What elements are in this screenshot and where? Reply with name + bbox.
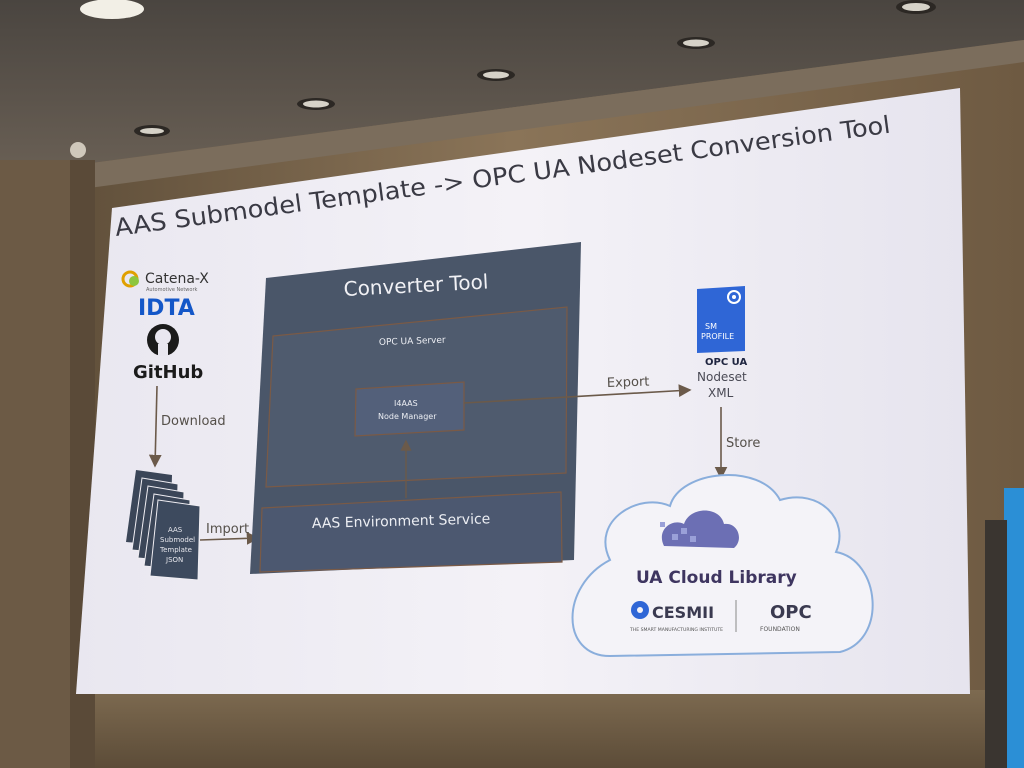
- ua-cloud-library: UA Cloud Library CESMII THE SMART MANUFA…: [571, 474, 874, 658]
- export-label: Export: [607, 375, 650, 391]
- nodeset-xml: SM PROFILE OPC UA Nodeset XML: [697, 286, 747, 400]
- cesmii-logo: CESMII THE SMART MANUFACTURING INSTITUTE: [629, 601, 723, 633]
- template-doc-line2: Submodel: [160, 536, 195, 544]
- catenax-sub: Automotive Network: [146, 287, 197, 293]
- cesmii-label: CESMII: [652, 603, 714, 622]
- ceiling: [0, 0, 1024, 175]
- sm-profile-line2: PROFILE: [701, 332, 734, 341]
- template-documents-stack: AAS Submodel Template JSON: [126, 470, 201, 581]
- ua-cloud-library-title: UA Cloud Library: [636, 568, 797, 588]
- nodeset-label: Nodeset: [697, 370, 747, 384]
- template-doc-line3: Template: [159, 546, 192, 554]
- opc-label: OPC: [770, 602, 812, 623]
- catenax-label: Catena-X: [145, 271, 209, 287]
- node-manager-line2: Node Manager: [378, 412, 437, 421]
- source-logos: Catena-X Automotive Network IDTA GitHub: [121, 270, 209, 383]
- github-icon: [147, 324, 179, 356]
- template-doc-line1: AAS: [168, 526, 183, 534]
- cloud-emblem-icon: [660, 510, 739, 548]
- xml-label: XML: [708, 386, 734, 400]
- template-doc-line4: JSON: [165, 556, 183, 564]
- store-label: Store: [726, 436, 760, 451]
- converter-tool-box: Converter Tool OPC UA Server I4AAS Node …: [250, 242, 581, 574]
- ceiling-lights: [70, 0, 936, 158]
- import-label: Import: [206, 522, 249, 537]
- download-arrow: [148, 385, 162, 468]
- import-arrow: [199, 531, 260, 545]
- opcua-server-label: OPC UA Server: [379, 336, 446, 348]
- opcua-small-logo: OPC UA: [705, 357, 747, 368]
- node-manager-line1: I4AAS: [394, 399, 418, 408]
- gear-icon: [727, 290, 741, 304]
- cesmii-sub: THE SMART MANUFACTURING INSTITUTE: [629, 627, 723, 633]
- opc-sub: FOUNDATION: [760, 626, 800, 633]
- catenax-logo: Catena-X Automotive Network: [121, 270, 209, 293]
- export-arrow: [463, 384, 692, 404]
- sm-profile-badge: [697, 286, 745, 353]
- aas-env-service-label: AAS Environment Service: [312, 511, 491, 532]
- github-label: GitHub: [133, 362, 203, 383]
- idta-logo: IDTA: [138, 296, 195, 321]
- node-manager-box: [354, 381, 465, 437]
- sm-profile-line1: SM: [705, 322, 717, 331]
- opc-foundation-logo: OPC FOUNDATION: [760, 602, 812, 633]
- download-label: Download: [161, 414, 226, 429]
- side-monitor: [1004, 488, 1024, 768]
- aas-env-service-box: [259, 491, 563, 573]
